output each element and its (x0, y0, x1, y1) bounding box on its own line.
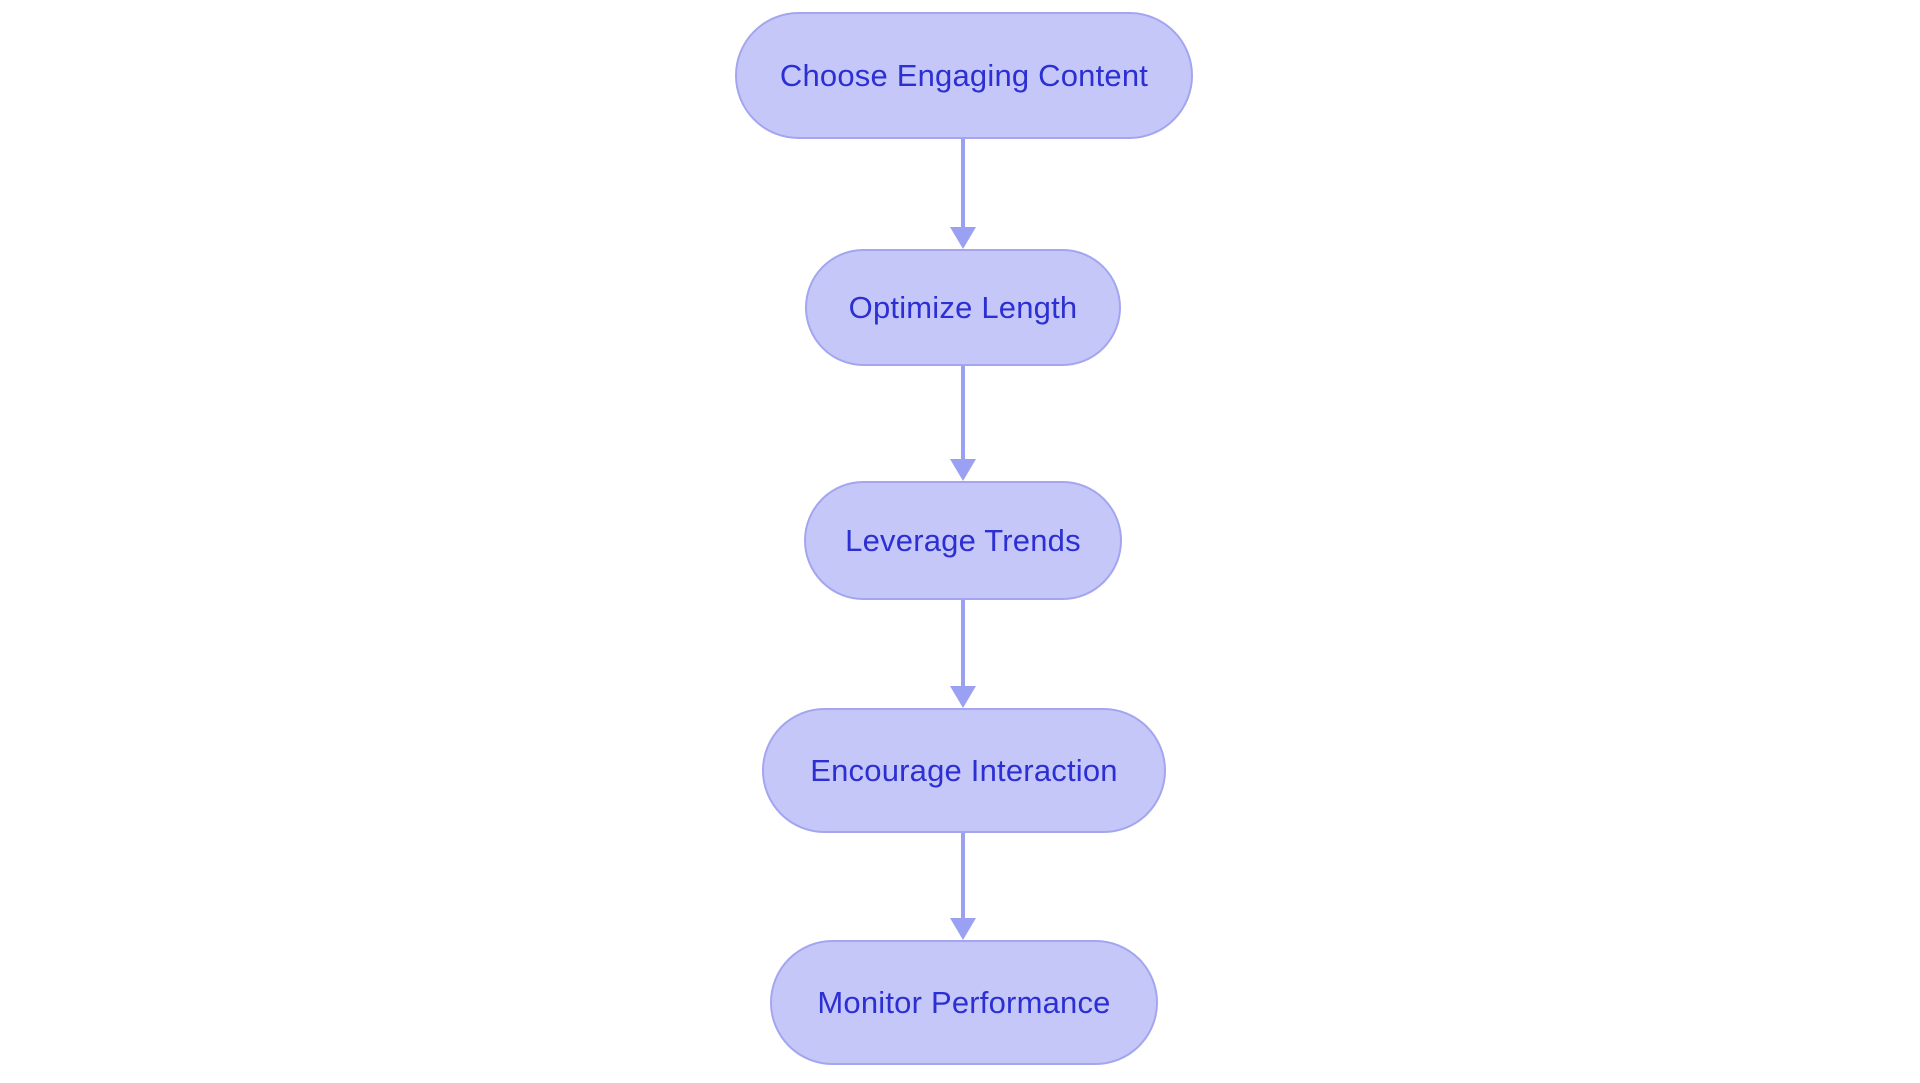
flow-node-label: Leverage Trends (845, 523, 1081, 558)
arrowhead-down-icon (950, 918, 976, 940)
flow-node-label: Monitor Performance (817, 985, 1111, 1020)
edge-leverage-trends-to-encourage-interaction (950, 600, 976, 708)
flow-node-leverage-trends[interactable]: Leverage Trends (804, 481, 1122, 600)
arrowhead-down-icon (950, 227, 976, 249)
flow-node-monitor-performance[interactable]: Monitor Performance (770, 940, 1158, 1065)
flow-node-label: Choose Engaging Content (779, 58, 1149, 93)
edge-encourage-interaction-to-monitor-performance (950, 833, 976, 940)
flow-node-choose-engaging-content[interactable]: Choose Engaging Content (735, 12, 1193, 139)
flow-node-label: Optimize Length (848, 290, 1078, 325)
flow-node-optimize-length[interactable]: Optimize Length (805, 249, 1121, 366)
arrowhead-down-icon (950, 686, 976, 708)
arrowhead-down-icon (950, 459, 976, 481)
edge-choose-engaging-content-to-optimize-length (950, 139, 976, 249)
edge-optimize-length-to-leverage-trends (950, 366, 976, 481)
flow-node-encourage-interaction[interactable]: Encourage Interaction (762, 708, 1166, 833)
flow-node-label: Encourage Interaction (810, 753, 1118, 788)
